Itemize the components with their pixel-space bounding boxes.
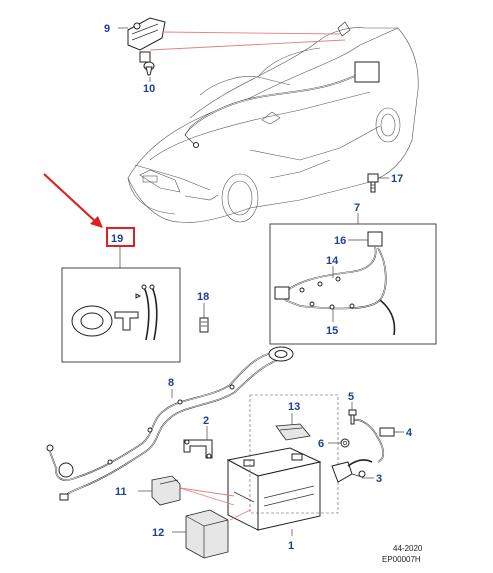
callout-14: 14	[326, 255, 339, 267]
callout-5: 5	[348, 391, 354, 403]
pad-part-13	[275, 423, 311, 441]
callout-9: 9	[104, 23, 110, 35]
callout-7: 7	[354, 202, 360, 214]
battery-part-1	[226, 447, 322, 531]
callout-19-highlight	[106, 227, 135, 247]
bolt-part-5	[348, 409, 357, 425]
module-part-9	[127, 17, 166, 63]
reference-code: EP00007H	[382, 555, 421, 564]
callout-17: 17	[391, 173, 403, 185]
callout-11: 11	[115, 486, 127, 498]
vehicle-outline	[127, 27, 419, 223]
red-arrow	[43, 173, 103, 228]
nut-part-6	[340, 438, 350, 448]
callout-19: 19	[111, 233, 123, 245]
callout-3: 3	[376, 473, 382, 485]
callout-15: 15	[326, 325, 338, 337]
kit-box-19	[61, 267, 181, 363]
bracket-part-2	[183, 439, 213, 459]
callout-18: 18	[197, 291, 209, 303]
callout-8: 8	[168, 377, 174, 389]
main-cable-8	[46, 346, 294, 501]
callout-6: 6	[318, 438, 324, 450]
callout-4: 4	[406, 427, 413, 439]
callout-10: 10	[143, 83, 155, 95]
callout-16: 16	[334, 235, 346, 247]
clip-part-10	[143, 61, 155, 76]
callout-2: 2	[203, 415, 209, 427]
insulator-part-12	[185, 509, 229, 559]
callout-1: 1	[288, 540, 294, 552]
callout-13: 13	[288, 401, 300, 413]
sensor-part-3	[331, 459, 373, 483]
callout-12: 12	[152, 527, 164, 539]
cable-part-4	[351, 418, 404, 463]
bolt-part-17	[367, 173, 379, 193]
cable-box-7	[269, 223, 437, 345]
reference-date: 44-2020	[393, 544, 423, 553]
cover-part-11	[151, 475, 181, 506]
connector-part-18	[199, 314, 209, 333]
